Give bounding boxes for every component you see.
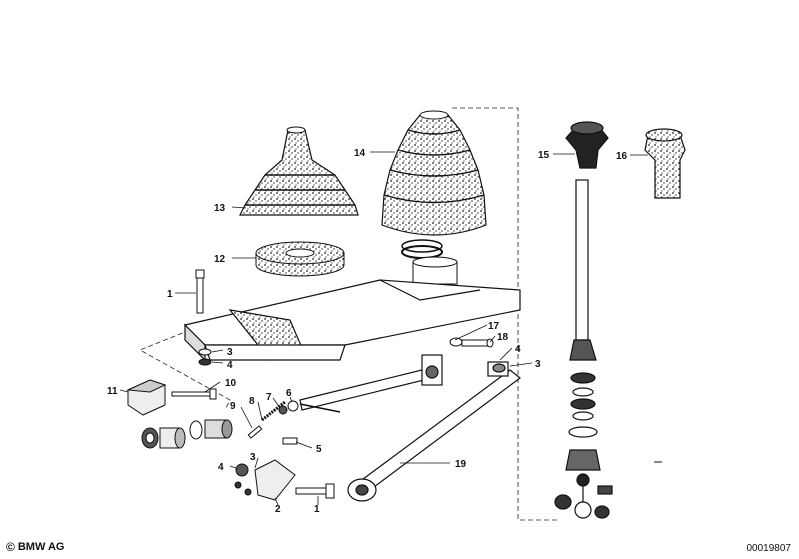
leader-lines xyxy=(119,151,648,506)
bushing-bolt xyxy=(171,388,217,400)
callout-12: 12 xyxy=(214,254,226,265)
callout-9: 9 xyxy=(230,401,236,412)
lower-bracket xyxy=(234,459,335,501)
callout-19: 19 xyxy=(455,459,467,470)
callout-17: 17 xyxy=(488,321,500,332)
gear-lever xyxy=(554,121,613,519)
joint-bolt xyxy=(449,337,494,348)
callout-13: 13 xyxy=(214,203,226,214)
selector-rod xyxy=(347,361,521,502)
callout-11: 11 xyxy=(107,386,118,397)
long-bolt xyxy=(195,269,205,314)
callout-4-bottom: 4 xyxy=(218,462,224,473)
small-rubber-boot xyxy=(239,126,359,216)
washer-and-nut-upper xyxy=(198,348,212,366)
callout-3-left: 3 xyxy=(227,347,233,358)
callout-3-right: 3 xyxy=(535,359,541,370)
callout-1-top: 1 xyxy=(167,289,173,300)
callout-10: 10 xyxy=(225,378,237,389)
callout-8: 8 xyxy=(249,396,255,407)
foam-ring xyxy=(255,241,345,277)
copyright-notice: © BMW AG xyxy=(6,540,64,554)
callout-14: 14 xyxy=(354,148,366,159)
brand-name: BMW AG xyxy=(17,541,65,553)
copyright-symbol: © xyxy=(6,540,15,554)
rubber-bushings xyxy=(141,419,233,449)
diagram-number: 00019807 xyxy=(746,543,792,554)
callout-4-left: 4 xyxy=(227,360,233,371)
callout-16: 16 xyxy=(616,151,628,162)
callout-3-bottom: 3 xyxy=(250,452,256,463)
shift-rod xyxy=(299,354,443,413)
gear-knob xyxy=(644,128,686,199)
callout-6: 6 xyxy=(286,388,292,399)
callout-7: 7 xyxy=(266,392,272,403)
pin-and-spring-assembly xyxy=(247,400,299,445)
callout-1-bottom: 1 xyxy=(314,504,320,515)
mounting-block xyxy=(126,379,167,416)
shift-carrier-bracket xyxy=(183,279,521,362)
callout-4-right: 4 xyxy=(515,344,521,355)
callout-18: 18 xyxy=(497,332,509,343)
large-rubber-boot xyxy=(381,110,487,285)
callout-5: 5 xyxy=(316,444,322,455)
callout-15: 15 xyxy=(538,150,550,161)
callout-labels: 13 12 14 15 16 1 17 18 4 3 3 4 10 11 9 8… xyxy=(107,148,628,515)
callout-2: 2 xyxy=(275,504,281,515)
